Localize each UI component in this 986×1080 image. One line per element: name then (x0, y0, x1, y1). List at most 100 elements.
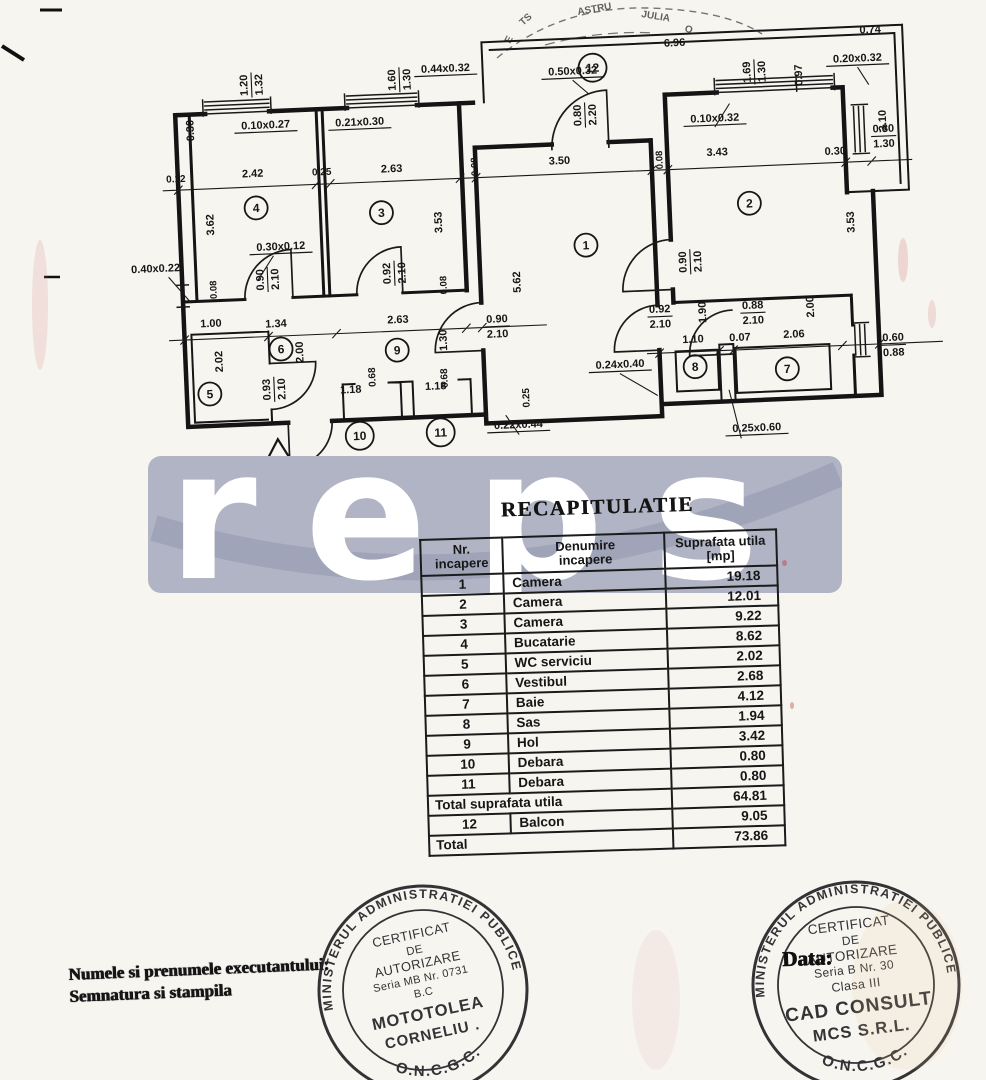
svg-text:3.10: 3.10 (877, 110, 890, 132)
dimension-label: 0.08 (469, 157, 481, 176)
window-hatches (175, 72, 871, 358)
table-cell: 9 (426, 733, 509, 756)
table-cell: 73.86 (672, 825, 786, 849)
svg-text:0.08: 0.08 (654, 150, 666, 169)
svg-text:2.10: 2.10 (692, 250, 705, 272)
svg-text:7: 7 (784, 362, 792, 376)
stamp-outer-ring (751, 880, 961, 1080)
svg-text:9: 9 (394, 343, 402, 357)
dimension-label: 0.30 (184, 120, 197, 142)
svg-text:0.21x0.30: 0.21x0.30 (335, 115, 384, 129)
svg-text:12: 12 (586, 61, 600, 76)
scan-smudge (782, 560, 787, 566)
svg-text:2.10: 2.10 (649, 318, 671, 331)
svg-text:0.80: 0.80 (572, 104, 585, 126)
partial-stamp-top-icon (496, 7, 763, 59)
svg-text:6.96: 6.96 (664, 37, 686, 50)
svg-text:0.97: 0.97 (793, 64, 806, 86)
svg-text:1: 1 (582, 238, 590, 252)
dimension-label: 0.20x0.32 (826, 52, 890, 68)
dimension-fraction-label: 0.902.10 (484, 313, 510, 341)
dimension-label: 0.10x0.32 (683, 112, 747, 128)
svg-text:1.60: 1.60 (386, 69, 399, 91)
stamp-right-cad-consult: MINISTERUL ADMINISTRATIEI PUBLICE O.N.C.… (741, 870, 961, 1080)
svg-text:0.20x0.32: 0.20x0.32 (833, 52, 882, 66)
svg-text:0.74: 0.74 (859, 24, 882, 37)
dimension-fraction-label: 0.801.30 (871, 123, 897, 151)
partial-stamp-letter: TS (518, 11, 535, 28)
svg-text:10: 10 (353, 429, 367, 444)
svg-text:0.80: 0.80 (872, 123, 894, 136)
header-denumire: Denumire incapere (501, 532, 665, 574)
dimension-fraction-label: 0.922.10 (647, 303, 673, 331)
room-number-badge: 10 (344, 420, 375, 451)
dimension-label: 0.10x0.27 (234, 118, 298, 134)
dimension-label: 0.25 (521, 387, 533, 407)
room-number-badge: 4 (243, 195, 269, 221)
dimension-label: 1.30 (437, 329, 450, 351)
dimension-label: 0.24x0.40 (588, 358, 652, 374)
svg-text:3.62: 3.62 (204, 214, 217, 236)
table-cell: 3 (422, 613, 505, 636)
stamp-center-line: B.C (413, 985, 435, 1001)
dimension-fraction-label: 0.600.88 (880, 331, 906, 359)
table-cell: 8 (425, 713, 508, 736)
dimension-label: 0.40x0.22 (131, 262, 180, 276)
scan-smudge (928, 300, 936, 328)
svg-text:2.42: 2.42 (242, 168, 264, 181)
svg-text:5: 5 (206, 387, 214, 401)
svg-text:5.62: 5.62 (511, 271, 524, 293)
dimension-label: 3.62 (204, 214, 217, 236)
scan-artifact-marks (0, 8, 62, 279)
dimension-label: 3.53 (432, 211, 445, 233)
partial-stamp-letter: E (503, 34, 516, 45)
dimension-label: 0.25 (312, 167, 332, 179)
svg-text:0.44x0.32: 0.44x0.32 (421, 62, 470, 76)
stamp-outer-ring (317, 884, 529, 1080)
area-table: Nr. incapere Denumire incapere Suprafata… (419, 528, 786, 856)
data-label: Data: (781, 945, 833, 971)
svg-text:2.00: 2.00 (804, 296, 817, 318)
svg-text:2.10: 2.10 (487, 328, 509, 341)
dimension-label: 3.53 (845, 211, 858, 233)
dimension-label: 1.90 (696, 301, 709, 323)
scan-smudge (790, 702, 794, 709)
svg-text:3.53: 3.53 (432, 211, 445, 233)
stamp-inner-ring (342, 909, 504, 1071)
room-number-badge: 5 (197, 381, 223, 407)
room-number-badge: 12 (577, 52, 608, 83)
stamp-center-line: DE (405, 943, 424, 958)
dimension-label: 2.00 (804, 296, 817, 318)
dimension-label: 5.62 (511, 271, 524, 293)
header-suprafata: Suprafata utila [mp] (663, 529, 778, 569)
svg-text:3.50: 3.50 (548, 155, 570, 168)
svg-text:1.18: 1.18 (425, 380, 447, 393)
dimension-label: 3.50 (548, 155, 570, 168)
partial-stamp-letter: JULIA (641, 9, 671, 24)
table-cell: 11 (427, 773, 510, 796)
svg-text:2.06: 2.06 (783, 328, 805, 341)
room-number-badge: 8 (682, 354, 708, 380)
dimension-label: 0.25x0.60 (725, 421, 789, 437)
svg-text:1.18: 1.18 (340, 384, 362, 397)
dimension-label: 0.08 (208, 280, 220, 299)
stamp-left-mototolea: MINISTERUL ADMINISTRATIEI PUBLICE O.N.C.… (301, 868, 529, 1080)
dimension-label: 0.30x0.12 (249, 240, 313, 256)
scan-smudge (852, 900, 962, 1070)
svg-text:0.93: 0.93 (261, 379, 274, 401)
svg-text:2: 2 (746, 196, 754, 210)
room-number-badge: 6 (268, 336, 294, 362)
table-cell: 5 (423, 653, 506, 676)
room-number-badge: 3 (369, 200, 394, 226)
dimension-label: 0.12 (166, 174, 186, 186)
svg-text:0.08: 0.08 (438, 276, 450, 295)
svg-text:2.63: 2.63 (381, 163, 403, 176)
dimension-label: 0.22x0.44 (487, 418, 551, 434)
dimension-label: 0.07 (729, 331, 751, 344)
